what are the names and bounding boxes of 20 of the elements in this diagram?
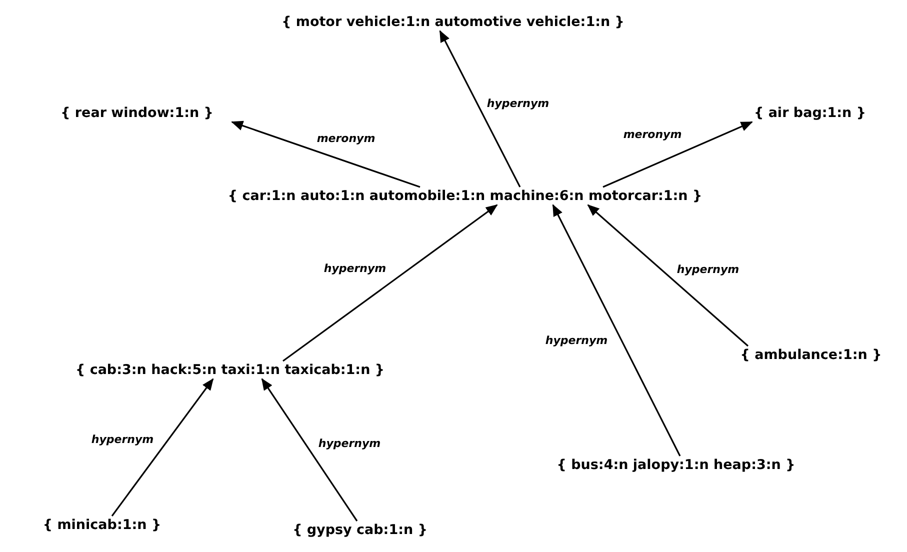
synset-label: { car:1:n auto:1:n automobile:1:n machine:6:n motorcar:1:n } [228, 187, 702, 205]
synset-label: { minicab:1:n } [42, 516, 162, 534]
synset-label: { rear window:1:n } [60, 104, 214, 122]
synset-label: { bus:4:n jalopy:1:n heap:3:n } [556, 456, 796, 474]
synset-label: { gypsy cab:1:n } [292, 521, 428, 539]
edge-label: hypernym [322, 260, 388, 278]
arrow [261, 378, 358, 522]
arrow [602, 121, 753, 188]
arrow [552, 204, 681, 456]
synset-label: { cab:3:n hack:5:n taxi:1:n taxicab:1:n } [76, 361, 384, 379]
synset-label: { air bag:1:n } [754, 104, 866, 122]
synset-label: { motor vehicle:1:n automotive vehicle:1:n } [282, 13, 624, 31]
synset-label: { ambulance:1:n } [740, 346, 882, 364]
arrow [231, 120, 420, 188]
edge-label: hypernym [484, 96, 552, 112]
arrow [587, 204, 749, 347]
arrow [282, 204, 498, 362]
arrow [439, 30, 521, 188]
arrow [111, 378, 214, 516]
edge-label: hypernym [316, 436, 383, 452]
